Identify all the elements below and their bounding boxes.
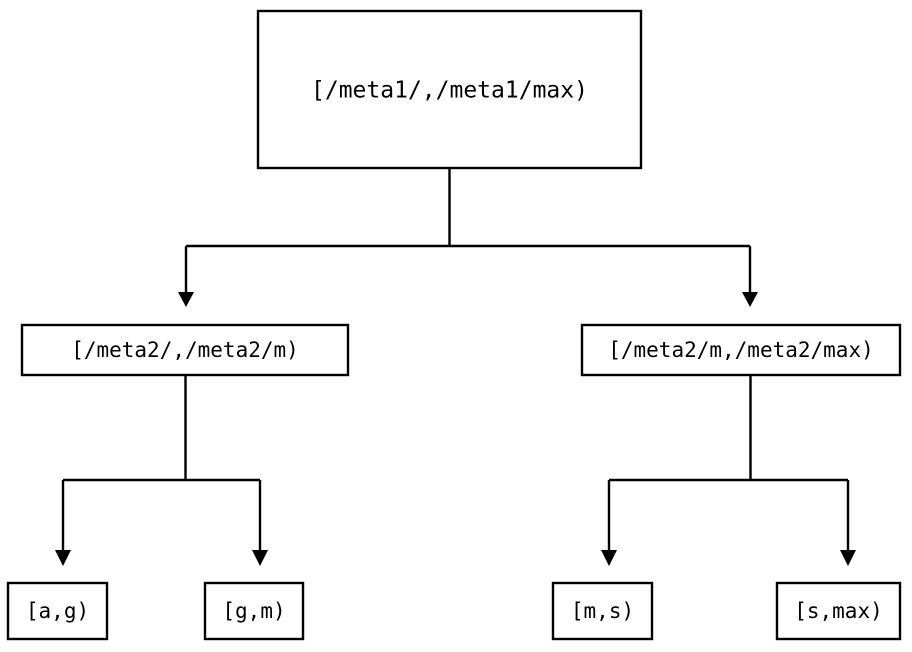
node-leaf-4-label: [s,max) — [794, 599, 883, 623]
node-leaf-1-box — [6, 581, 109, 641]
arrowhead-mid-left-to-leaf2 — [252, 550, 268, 566]
arrowhead-root-to-mid-right — [742, 292, 758, 307]
node-root-box — [256, 9, 643, 170]
arrowhead-mid-right-to-leaf3 — [601, 550, 617, 566]
edge-group-mid-left — [55, 375, 268, 566]
node-leaf-2-label: [g,m) — [222, 599, 285, 623]
arrowhead-mid-right-to-leaf4 — [840, 550, 856, 566]
node-leaf-2-box — [203, 581, 305, 641]
node-leaf-3-box — [551, 581, 654, 641]
edge-group-root — [178, 168, 758, 307]
node-root[interactable]: [/meta1/,/meta1/max) — [256, 9, 643, 170]
node-leaf-4-box — [775, 581, 902, 641]
node-mid-left-label: [/meta2/,/meta2/m) — [71, 338, 299, 362]
arrowhead-root-to-mid-left — [178, 292, 194, 307]
node-mid-left-box — [20, 323, 350, 377]
node-mid-right[interactable]: [/meta2/m,/meta2/max) — [580, 323, 902, 377]
node-leaf-1-label: [a,g) — [26, 599, 89, 623]
node-mid-right-box — [580, 323, 902, 377]
node-mid-right-label: [/meta2/m,/meta2/max) — [608, 338, 874, 362]
node-leaf-2[interactable]: [g,m) — [203, 581, 305, 641]
node-leaf-3-label: [m,s) — [571, 599, 634, 623]
node-root-label: [/meta1/,/meta1/max) — [311, 78, 588, 104]
node-leaf-1[interactable]: [a,g) — [6, 581, 109, 641]
arrowhead-mid-left-to-leaf1 — [55, 550, 71, 566]
node-leaf-4[interactable]: [s,max) — [775, 581, 902, 641]
node-mid-left[interactable]: [/meta2/,/meta2/m) — [20, 323, 350, 377]
edge-group-mid-right — [601, 375, 856, 566]
node-leaf-3[interactable]: [m,s) — [551, 581, 654, 641]
